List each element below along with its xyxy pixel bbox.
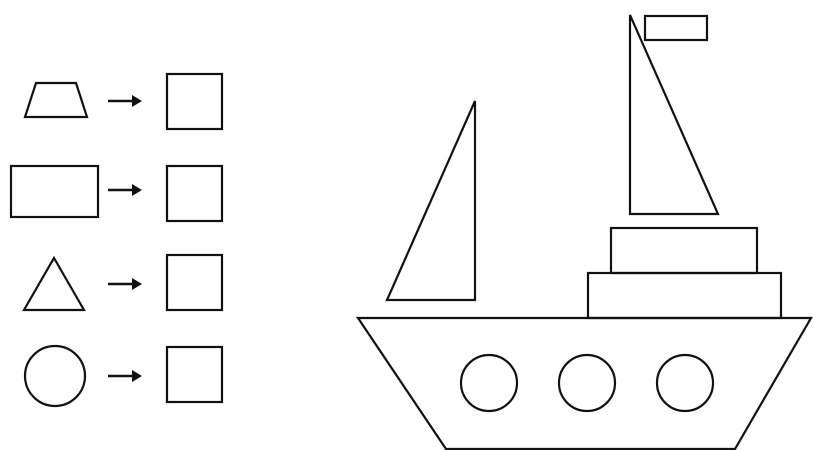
hull-trapezoid: [358, 318, 811, 449]
arrow-icon: [108, 184, 142, 196]
cabin-upper-rectangle: [611, 228, 757, 273]
answer-box-trapezoid[interactable]: [167, 74, 222, 129]
flag-rectangle: [645, 16, 707, 40]
main-sail-triangle: [630, 15, 718, 214]
answer-box-rectangle[interactable]: [167, 166, 222, 221]
porthole-circle: [657, 355, 713, 411]
circle-icon: [25, 346, 85, 406]
shape-legend: [11, 74, 222, 406]
arrow-icon: [108, 95, 142, 107]
arrow-icon: [108, 370, 142, 382]
rectangle-icon: [11, 166, 98, 217]
answer-box-triangle[interactable]: [167, 255, 222, 310]
legend-row-triangle: [24, 255, 222, 310]
trapezoid-icon: [25, 83, 87, 117]
porthole-circle: [461, 355, 517, 411]
sailboat-figure: [358, 15, 811, 449]
porthole-circle: [559, 355, 615, 411]
triangle-icon: [24, 258, 84, 310]
arrow-icon: [108, 278, 142, 290]
answer-box-circle[interactable]: [167, 347, 222, 402]
cabin-lower-rectangle: [588, 273, 781, 318]
legend-row-circle: [25, 346, 222, 406]
legend-row-trapezoid: [25, 74, 222, 129]
legend-row-rectangle: [11, 166, 222, 221]
left-sail-triangle: [387, 101, 475, 300]
